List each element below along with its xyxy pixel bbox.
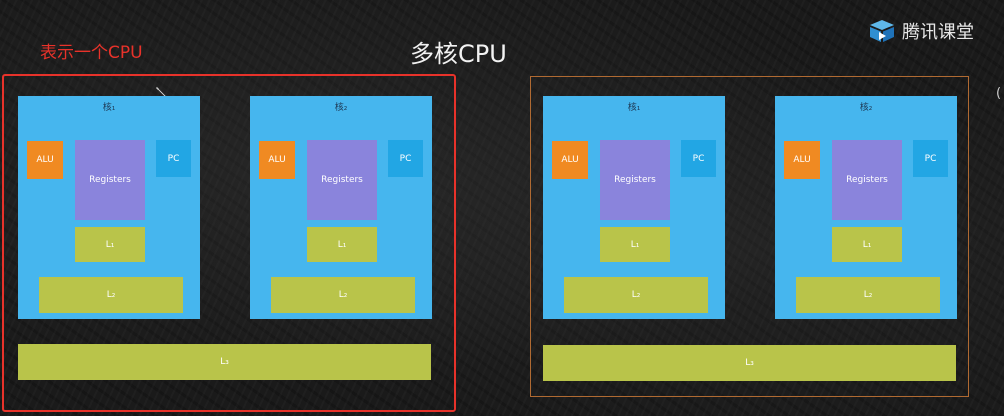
logo-text: 腾讯课堂 — [902, 22, 974, 43]
l2-cache: L₂ — [39, 277, 183, 313]
cpu-2-core-2: 核₂ ALU Registers PC L₁ L₂ — [775, 96, 957, 319]
l1-cache: L₁ — [832, 227, 902, 262]
core-label: 核₂ — [334, 103, 348, 113]
l2-cache: L₂ — [271, 277, 415, 313]
pc-block: PC — [681, 140, 716, 177]
l1-cache: L₁ — [600, 227, 670, 262]
registers-block: Registers — [600, 140, 670, 220]
l2-cache: L₂ — [564, 277, 708, 313]
cpu-2-core-1: 核₁ ALU Registers PC L₁ L₂ — [543, 96, 725, 319]
cpu-1-core-2: 核₂ ALU Registers PC L₁ L₂ — [250, 96, 432, 319]
registers-block: Registers — [307, 140, 377, 220]
play-logo-icon — [868, 19, 896, 43]
core-label: 核₁ — [102, 103, 116, 113]
cpu-2-frame — [530, 76, 969, 397]
cpu-1-frame — [2, 74, 456, 412]
cpu-1-l3-cache: L₃ — [18, 344, 431, 380]
pc-block: PC — [388, 140, 423, 177]
alu-block: ALU — [784, 141, 820, 179]
core-label: 核₁ — [627, 103, 641, 113]
pc-block: PC — [913, 140, 948, 177]
pc-block: PC — [156, 140, 191, 177]
registers-block: Registers — [75, 140, 145, 220]
alu-block: ALU — [552, 141, 588, 179]
l1-cache: L₁ — [75, 227, 145, 262]
l1-cache: L₁ — [307, 227, 377, 262]
cpu-annotation: 表示一个CPU — [40, 43, 143, 63]
slide-title: 多核CPU — [410, 40, 507, 68]
cpu-1-core-1: 核₁ ALU Registers PC L₁ L₂ — [18, 96, 200, 319]
alu-block: ALU — [27, 141, 63, 179]
core-label: 核₂ — [859, 103, 873, 113]
edge-glyph: ( — [996, 86, 1002, 101]
alu-block: ALU — [259, 141, 295, 179]
cpu-2-l3-cache: L₃ — [543, 345, 956, 381]
l2-cache: L₂ — [796, 277, 940, 313]
registers-block: Registers — [832, 140, 902, 220]
tencent-classroom-logo: 腾讯课堂 — [868, 18, 974, 44]
